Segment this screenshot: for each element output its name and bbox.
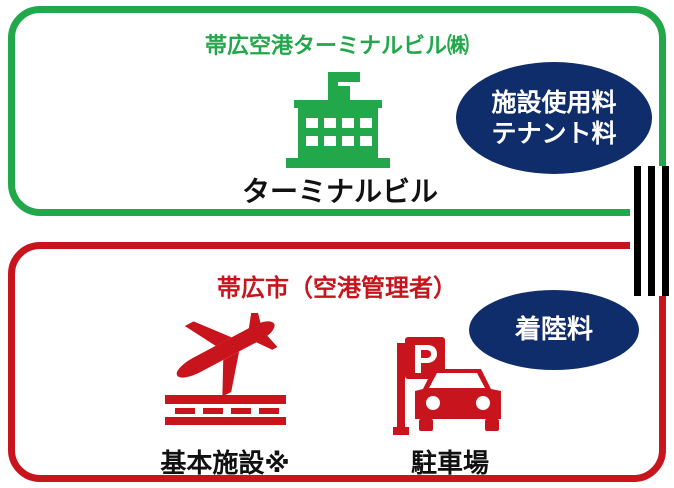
basic-facility-label: 基本施設※ — [160, 449, 290, 479]
terminal-building-label: ターミナルビル — [241, 175, 438, 208]
airplane-runway-icon — [165, 313, 286, 425]
airport-manager-title: 帯広市（空港管理者） — [217, 274, 457, 302]
terminal-company-title: 帯広空港ターミナルビル㈱ — [204, 34, 469, 59]
tenant-fee-line: テナント料 — [491, 119, 617, 148]
parking-car-icon — [393, 337, 501, 435]
terminal-building-icon — [286, 72, 390, 168]
landing-fee-badge: 着陸料 — [469, 290, 639, 370]
facility-fee-badge: 施設使用料 テナント料 — [456, 62, 652, 174]
landing-fee-label: 着陸料 — [514, 314, 593, 345]
parking-label: 駐車場 — [410, 449, 489, 479]
facility-fee-line: 施設使用料 — [491, 87, 617, 117]
boundary-lines-icon — [630, 166, 674, 296]
